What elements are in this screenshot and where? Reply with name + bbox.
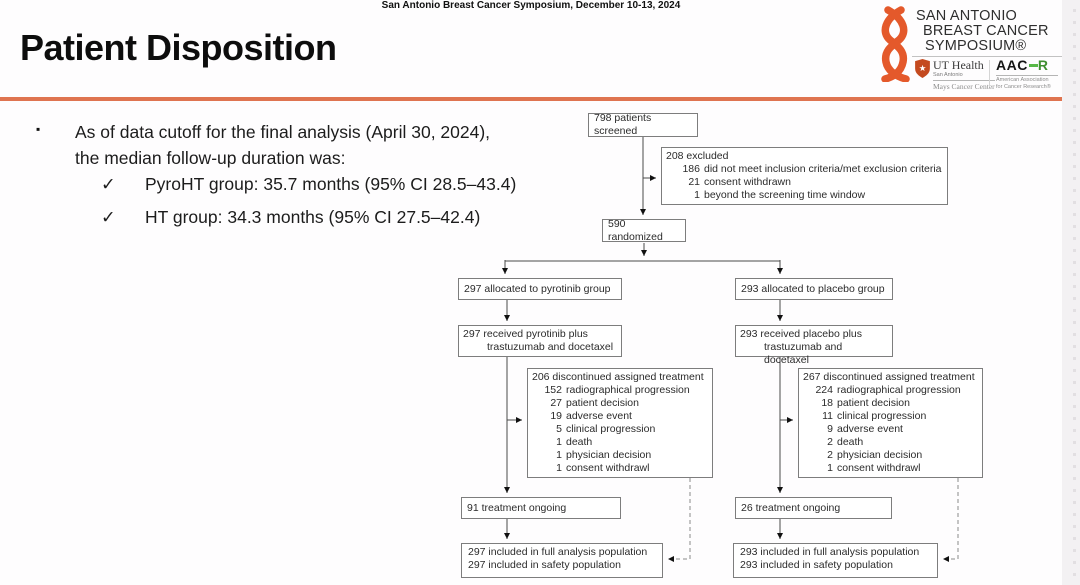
flow-box-included-placebo: 293 included in full analysis population… <box>733 543 938 578</box>
svg-text:★: ★ <box>919 63 927 73</box>
mays-cancer-center-label: Mays Cancer Center <box>933 82 995 91</box>
title-underline <box>0 97 1062 101</box>
check-icon: ✓ <box>101 207 116 227</box>
sabcs-line2: BREAST CANCER <box>923 23 1049 39</box>
conference-header: San Antonio Breast Cancer Symposium, Dec… <box>381 0 681 11</box>
bullet-main-text: As of data cutoff for the final analysis… <box>75 119 490 171</box>
sabcs-wordmark: SAN ANTONIO BREAST CANCER SYMPOSIUM® <box>916 9 1049 54</box>
flow-box-allocated-pyrotinib: 297 allocated to pyrotinib group <box>458 278 622 300</box>
check-item-pyroht: ✓ PyroHT group: 35.7 months (95% CI 28.5… <box>101 174 516 195</box>
flow-box-received-placebo: 293 received placebo plus trastuzumab an… <box>735 325 893 366</box>
ut-health-logo: ★ UT Health San Antonio Mays Cancer Cent… <box>915 59 995 91</box>
sabcs-line3: SYMPOSIUM® <box>925 38 1027 54</box>
bullet-line2: the median follow-up duration was: <box>75 148 346 168</box>
excluded-title: 208 excluded <box>666 150 729 162</box>
flow-box-randomized: 590 randomized <box>602 218 686 243</box>
flow-box-ongoing-placebo: 26 treatment ongoing <box>735 497 892 519</box>
check-item-ht: ✓ HT group: 34.3 months (95% CI 27.5–42.… <box>101 207 480 228</box>
flow-box-received-pyrotinib: 297 received pyrotinib plus trastuzumab … <box>458 325 622 357</box>
flow-box-included-pyrotinib: 297 included in full analysis population… <box>461 543 663 578</box>
check-item-text: HT group: 34.3 months (95% CI 27.5–42.4) <box>145 207 481 227</box>
flow-box-allocated-placebo: 293 allocated to placebo group <box>735 278 893 300</box>
discontinued-title: 267 discontinued assigned treatment <box>803 371 975 383</box>
bullet-line1: As of data cutoff for the final analysis… <box>75 122 491 142</box>
flow-box-ongoing-pyrotinib: 91 treatment ongoing <box>461 497 621 519</box>
page-title: Patient Disposition <box>20 27 337 68</box>
bullet-square-icon: ▪ <box>36 122 41 136</box>
flow-box-screened: 798 patients screened <box>588 112 698 137</box>
sabcs-line1: SAN ANTONIO <box>916 8 1018 24</box>
right-edge-strip <box>1062 0 1080 585</box>
check-icon: ✓ <box>101 174 116 194</box>
ut-health-name: UT Health <box>933 58 984 72</box>
ut-health-shield-icon: ★ <box>915 59 930 78</box>
aacr-green-bar-icon <box>1028 64 1038 67</box>
logo-divider-rule <box>912 56 1062 57</box>
discontinued-title: 206 discontinued assigned treatment <box>532 371 704 383</box>
check-item-text: PyroHT group: 35.7 months (95% CI 28.5–4… <box>145 174 517 194</box>
ut-health-city: San Antonio <box>933 72 995 81</box>
sabcs-ribbon-icon <box>881 6 910 82</box>
logo-vertical-divider <box>989 60 990 87</box>
aacr-subtitle: American Association for Cancer Research… <box>996 75 1058 90</box>
